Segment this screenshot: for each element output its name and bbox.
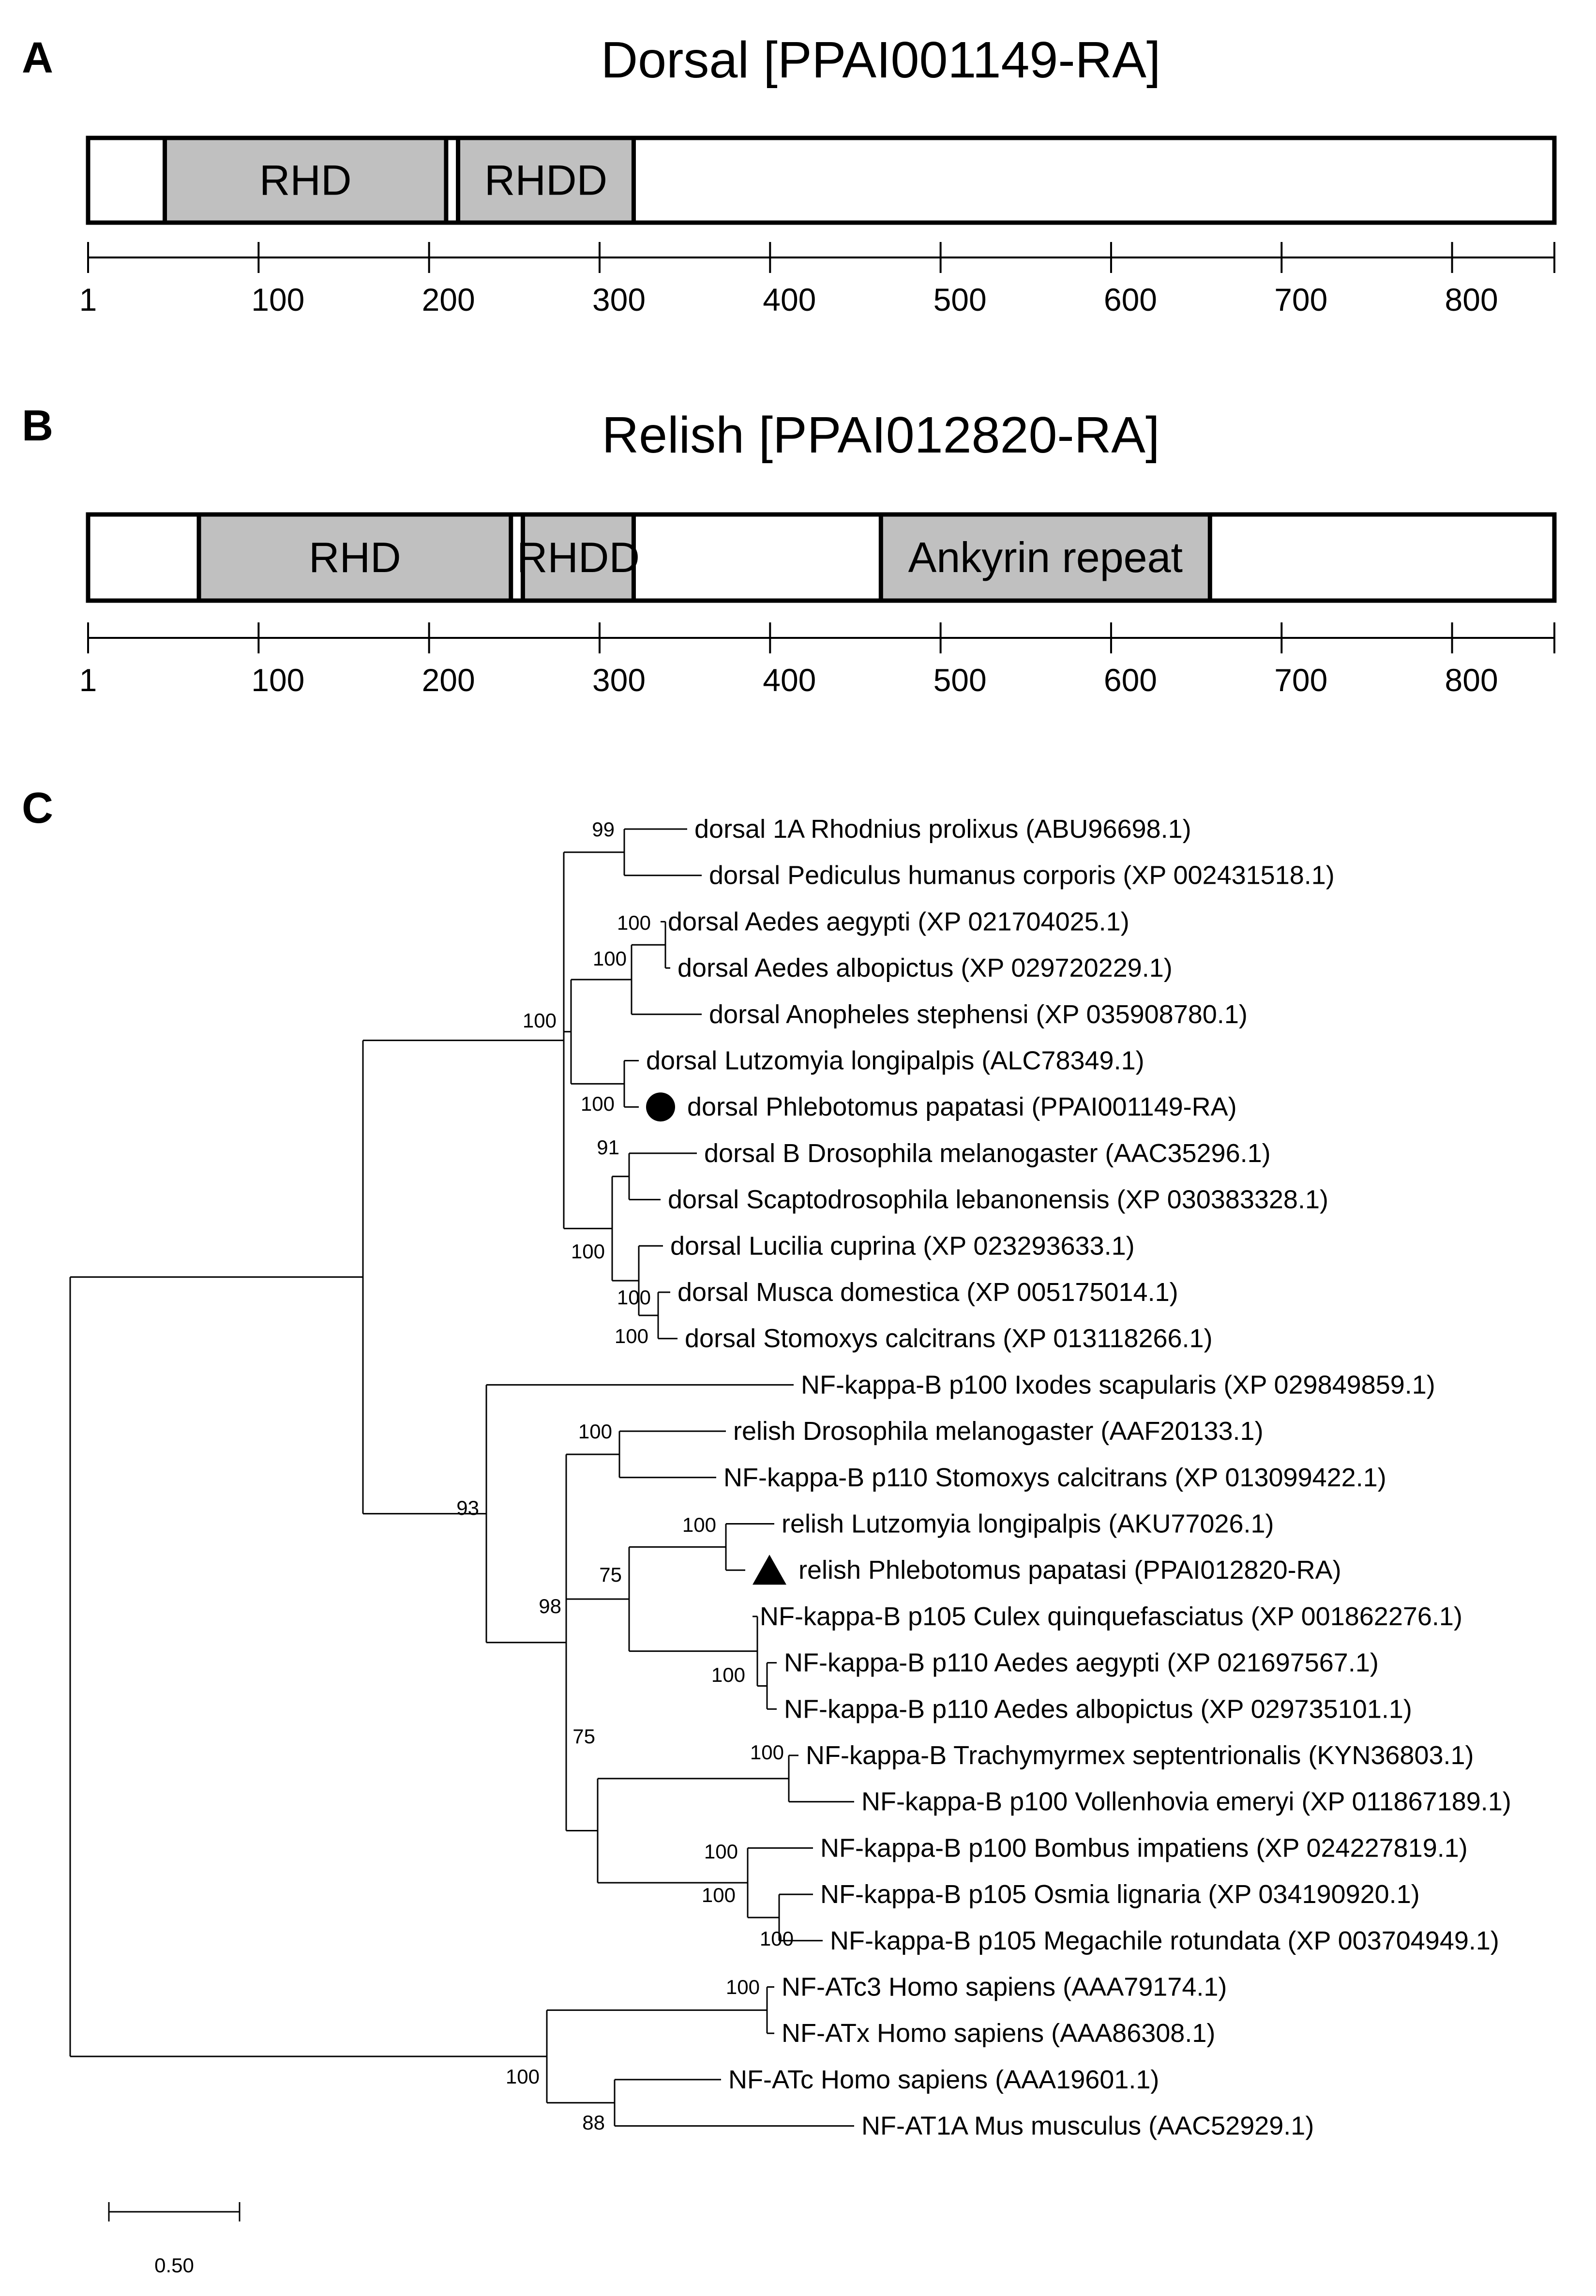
panel_a-domain-label-0: RHD <box>259 156 352 204</box>
phylogenetic-tree: dorsal 1A Rhodnius prolixus (ABU96698.1)… <box>69 815 1511 2277</box>
panel-b-domain-diagram: RHD RHDD Ankyrin repeat 1 100 200 300 400 500 600… <box>79 512 1557 698</box>
support-value-n_rel_group: 98 <box>539 1595 561 1617</box>
panel_a-tick-label-3: 300 <box>592 282 646 317</box>
panel_a-tick-label-0: 1 <box>79 282 97 317</box>
support-value-n_mosq_group: 100 <box>523 1009 557 1032</box>
panel_b-tick-label-2: 200 <box>422 662 475 698</box>
taxon-label: dorsal Anopheles stephensi (XP 035908780… <box>709 1000 1248 1029</box>
panel-b-title: Relish [PPAI012820-RA] <box>602 407 1160 464</box>
phlebotomus-dorsal-circle-marker <box>646 1092 675 1122</box>
panel_b-domain-box-0 <box>196 512 513 603</box>
taxon-label: NF-kappa-B p105 Megachile rotundata (XP … <box>830 1926 1499 1955</box>
panel_a-domain-box-1 <box>456 136 636 225</box>
phlebotomus-relish-triangle-marker <box>753 1555 786 1585</box>
panel_b-domain-box-2 <box>878 512 1212 603</box>
panel_b-tick-label-6: 600 <box>1104 662 1157 698</box>
taxon-label: NF-kappa-B p105 Culex quinquefasciatus (… <box>760 1602 1462 1631</box>
panel_b-domain-box-1 <box>520 512 636 603</box>
taxon-label: dorsal Musca domestica (XP 005175014.1) <box>678 1278 1178 1307</box>
taxon-label: dorsal Aedes albopictus (XP 029720229.1) <box>678 953 1173 982</box>
panel_b-tick-label-1: 100 <box>251 662 304 698</box>
taxon-label: NF-kappa-B p100 Bombus impatiens (XP 024… <box>820 1833 1468 1862</box>
support-value-n_osmia_mega: 100 <box>760 1927 794 1950</box>
taxon-label: dorsal Lucilia cuprina (XP 023293633.1) <box>670 1231 1135 1260</box>
taxon-label: NF-kappa-B p100 Vollenhovia emeryi (XP 0… <box>861 1787 1511 1816</box>
support-value-n_nfkb: 93 <box>456 1496 479 1519</box>
taxon-label: NF-AT1A Mus musculus (AAC52929.1) <box>861 2112 1314 2141</box>
panel_b-domain-label-0: RHD <box>309 533 401 581</box>
panel_a-tick-label-1: 100 <box>251 282 304 317</box>
support-value-n_nfat_c3x: 100 <box>726 1976 760 1998</box>
taxon-label: NF-kappa-B p110 Aedes aegypti (XP 021697… <box>784 1648 1379 1677</box>
taxon-label: NF-ATx Homo sapiens (AAA86308.1) <box>782 2019 1215 2048</box>
panel_b-domain-label-2: Ankyrin repeat <box>908 533 1183 581</box>
panel_b-tick-label-4: 400 <box>763 662 816 698</box>
panel-a-title: Dorsal [PPAI001149-RA] <box>601 31 1161 89</box>
taxon-label: NF-kappa-B p110 Stomoxys calcitrans (XP … <box>723 1463 1386 1492</box>
support-value-n_hymen: 100 <box>702 1884 736 1906</box>
taxon-label: dorsal Aedes aegypti (XP 021704025.1) <box>668 907 1129 936</box>
taxon-label: dorsal Stomoxys calcitrans (XP 013118266… <box>685 1324 1213 1353</box>
panel-a-letter: A <box>22 34 53 82</box>
taxon-label: NF-kappa-B p100 Ixodes scapularis (XP 02… <box>801 1370 1435 1399</box>
taxon-label: NF-kappa-B Trachymyrmex septentrionalis … <box>806 1741 1474 1770</box>
support-value-n_bombus_grp: 100 <box>704 1840 738 1863</box>
support-value-n_culicid_aedes: 100 <box>711 1663 745 1686</box>
panel_b-tick-label-8: 800 <box>1445 662 1498 698</box>
support-value-n_muscid: 100 <box>615 1325 648 1347</box>
support-value-n_relish_dros: 100 <box>578 1420 612 1443</box>
panel_a-domain-label-1: RHDD <box>484 156 607 204</box>
support-value-n_culicid_sandfly: 75 <box>599 1563 622 1586</box>
support-value-n_nfat_c1a: 88 <box>582 2111 605 2134</box>
taxon-label: dorsal Scaptodrosophila lebanonensis (XP… <box>668 1185 1328 1214</box>
panel_a-tick-label-2: 200 <box>422 282 475 317</box>
panel-c-letter: C <box>22 784 53 832</box>
taxon-label: dorsal Lutzomyia longipalpis (ALC78349.1… <box>646 1046 1144 1075</box>
support-value-n_flies: 100 <box>571 1240 605 1263</box>
taxon-label: dorsal B Drosophila melanogaster (AAC352… <box>704 1139 1271 1168</box>
support-value-n_aegypti_albo: 100 <box>617 911 651 934</box>
taxon-label: NF-kappa-B p105 Osmia lignaria (XP 03419… <box>820 1880 1420 1909</box>
taxon-label: NF-kappa-B p110 Aedes albopictus (XP 029… <box>784 1694 1412 1723</box>
support-value-n_rhod_ped: 99 <box>592 818 615 841</box>
panel_a-tick-label-7: 700 <box>1274 282 1327 317</box>
panel_b-tick-label-0: 1 <box>79 662 97 698</box>
taxon-label: NF-ATc3 Homo sapiens (AAA79174.1) <box>782 1973 1227 2002</box>
panel_a-tick-label-8: 800 <box>1445 282 1498 317</box>
taxon-label: NF-ATc Homo sapiens (AAA19601.1) <box>728 2065 1159 2094</box>
panel_b-tick-label-5: 500 <box>934 662 987 698</box>
support-value-n_dipt_hymen: 75 <box>572 1725 595 1748</box>
taxon-label: relish Lutzomyia longipalpis (AKU77026.1… <box>782 1510 1274 1539</box>
support-value-n_nfat: 100 <box>506 2065 540 2088</box>
support-value-n_sandfly: 100 <box>581 1092 615 1115</box>
taxon-label: relish Phlebotomus papatasi (PPAI012820-… <box>798 1556 1341 1585</box>
scale-bar-label: 0.50 <box>154 2254 194 2277</box>
taxon-label: dorsal 1A Rhodnius prolixus (ABU96698.1) <box>694 815 1191 844</box>
panel_a-tick-label-4: 400 <box>763 282 816 317</box>
panel_a-domain-box-0 <box>163 136 449 225</box>
support-value-n_dros: 91 <box>597 1136 619 1159</box>
taxon-label: relish Drosophila melanogaster (AAF20133… <box>733 1417 1264 1446</box>
panel_a-tick-label-6: 600 <box>1104 282 1157 317</box>
panel_b-tick-label-7: 700 <box>1274 662 1327 698</box>
support-value-n_sandfly_rel: 100 <box>682 1513 716 1536</box>
panel-a-domain-diagram: RHD RHDD 1 100 200 300 400 500 600 700 800 <box>79 136 1557 317</box>
taxon-label: dorsal Pediculus humanus corporis (XP 00… <box>709 861 1335 890</box>
panel-b-letter: B <box>22 402 53 450</box>
support-value-n_aedes_anoph: 100 <box>593 947 627 970</box>
panel_b-tick-label-3: 300 <box>592 662 646 698</box>
support-value-n_trachy_voll: 100 <box>750 1741 784 1764</box>
panel_b-domain-label-1: RHDD <box>517 533 640 581</box>
taxon-label: dorsal Phlebotomus papatasi (PPAI001149-… <box>687 1092 1237 1121</box>
support-value-n_muscid_pair: 100 <box>617 1286 651 1309</box>
panel_a-tick-label-5: 500 <box>934 282 987 317</box>
